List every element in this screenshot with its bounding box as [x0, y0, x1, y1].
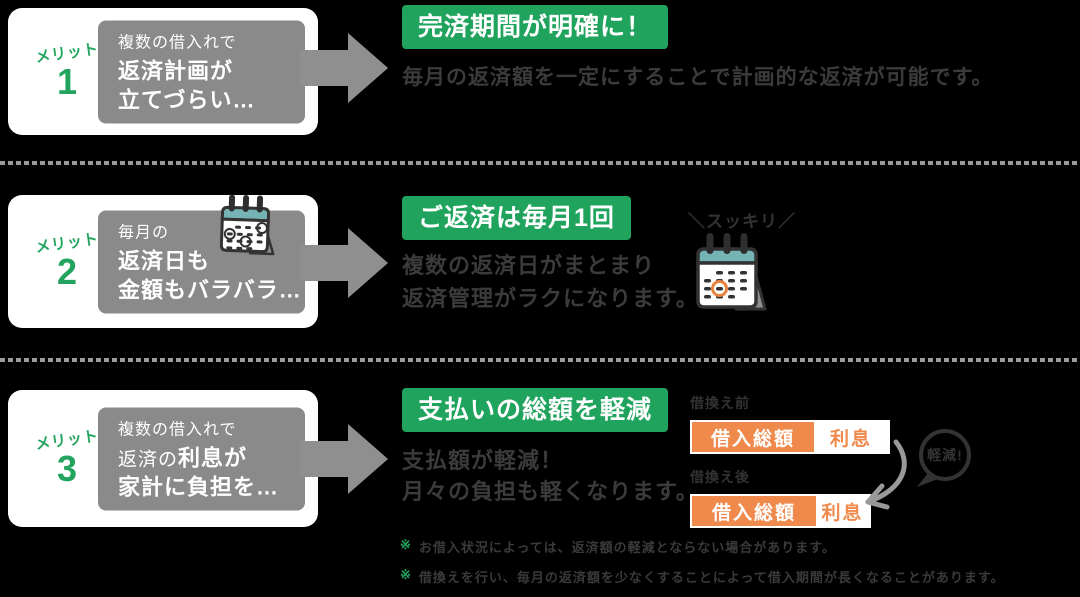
asterisk-icon: ※ [400, 567, 412, 582]
arrow-right-icon [300, 424, 390, 494]
problem-line-bold: 利息が [178, 445, 248, 471]
benefit-description-3: 支払額が軽減！ 月々の負担も軽くなります。 [402, 445, 699, 507]
problem-line: 複数の借入れで [118, 421, 237, 439]
description-line: 毎月の返済額を一定にすることで計画的な返済が可能です。 [402, 66, 994, 89]
footnote-text: お借入状況によっては、返済額の軽減とならない場合があります。 [418, 540, 836, 555]
merit-number: 2 [56, 251, 78, 293]
merit-label: メリット [34, 40, 101, 67]
before-label: 借換え前 [690, 395, 750, 411]
description-line: 複数の返済日がまとまり [402, 253, 656, 278]
problem-line: 返済日も [118, 248, 211, 274]
merit-number: 1 [56, 61, 78, 103]
interest-segment: 利息 [816, 496, 869, 526]
merit-badge-2: メリット 2 [28, 195, 106, 328]
merit-badge-1: メリット 1 [28, 8, 106, 135]
problem-line: 金額もバラバラ… [118, 277, 302, 303]
benefit-description-1: 毎月の返済額を一定にすることで計画的な返済が可能です。 [402, 61, 993, 91]
arrow-head [348, 228, 388, 298]
before-bar: 借入総額 利息 [690, 420, 890, 454]
dotted-separator [0, 358, 1080, 362]
problem-line: 毎月の [118, 224, 170, 242]
description-line: 月々の負担も軽くなります。 [402, 479, 699, 504]
dotted-separator [0, 161, 1080, 165]
problem-line: 家計に負担を… [118, 474, 280, 500]
merit-label: メリット [34, 427, 101, 454]
arrow-body [300, 441, 350, 477]
asterisk-icon: ※ [400, 537, 412, 552]
problem-line-regular: 返済の [118, 449, 179, 471]
merit-label: メリット [34, 230, 101, 257]
reduction-bubble-label: 軽減! [927, 447, 963, 463]
principal-segment: 借入総額 [692, 422, 814, 452]
arrow-body [300, 245, 350, 281]
description-line: 支払額が軽減！ [402, 448, 564, 473]
problem-card-3: メリット 3 複数の借入れで 返済の利息が 家計に負担を… [8, 390, 318, 527]
footnotes: ※ お借入状況によっては、返済額の軽減とならない場合があります。 ※ 借換えを行… [400, 537, 1005, 597]
benefit-headline-2: ご返済は毎月1回 [402, 196, 631, 240]
principal-segment: 借入総額 [692, 496, 816, 526]
merit-number: 3 [56, 448, 78, 490]
problem-line: 複数の借入れで [118, 34, 237, 52]
problem-line: 返済の利息が [118, 443, 305, 472]
problem-line: 立てづらい… [118, 87, 256, 113]
arrow-right-icon [300, 228, 390, 298]
problem-card-1: メリット 1 複数の借入れで 返済計画が 立てづらい… [8, 8, 318, 135]
arrow-right-icon [300, 33, 390, 103]
after-label: 借換え後 [690, 469, 750, 485]
arrow-head [348, 424, 388, 494]
interest-segment: 利息 [814, 422, 888, 452]
footnote-text: 借換えを行い、毎月の返済額を少なくすることによって借入期間が長くなることがありま… [418, 570, 1005, 585]
description-line: 返済管理がラクになります。 [402, 286, 699, 311]
benefit-description-2: 複数の返済日がまとまり 返済管理がラクになります。 [402, 249, 699, 315]
benefit-headline-1: 完済期間が明確に！ [402, 5, 669, 49]
sukkiri-caption: ＼スッキリ／ [688, 212, 796, 231]
arrow-body [300, 50, 350, 86]
benefit-headline-3: 支払いの総額を軽減 [402, 388, 669, 432]
calendar-tidy-icon [686, 227, 774, 320]
problem-line: 返済計画が [118, 58, 234, 84]
refinance-comparison: 借換え前 借入総額 利息 借換え後 借入総額 利息 [690, 393, 890, 528]
merit-badge-3: メリット 3 [28, 390, 106, 527]
curved-arrow-down-icon [846, 436, 908, 525]
problem-box-2: 毎月の 返済日も 金額もバラバラ… [98, 210, 305, 313]
problem-box-1: 複数の借入れで 返済計画が 立てづらい… [98, 20, 305, 123]
problem-box-3: 複数の借入れで 返済の利息が 家計に負担を… [98, 407, 305, 510]
arrow-head [348, 33, 388, 103]
calendar-messy-icon [212, 190, 281, 267]
after-bar: 借入総額 利息 [690, 494, 871, 528]
reduction-speech-bubble: 軽減! [911, 427, 979, 495]
footnote: ※ お借入状況によっては、返済額の軽減とならない場合があります。 [400, 537, 1005, 556]
footnote: ※ 借換えを行い、毎月の返済額を少なくすることによって借入期間が長くなることがあ… [400, 567, 1005, 586]
